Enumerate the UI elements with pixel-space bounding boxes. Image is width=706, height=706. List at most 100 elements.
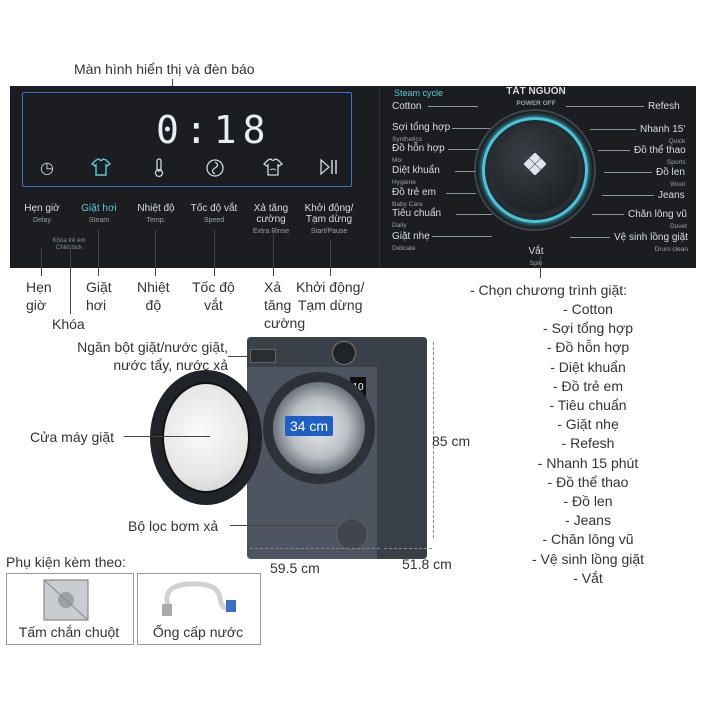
program-drum-clean-sub: Drum clean [654,246,688,253]
width-dimension: 59.5 cm [270,560,320,576]
program-list-item: - Refesh [561,435,615,452]
dial-tick [446,193,476,194]
program-list-item: - Tiêu chuẩn [549,397,627,413]
speed-button-label: Tốc độ vắt [190,203,238,214]
callout-line [70,248,71,314]
drain-filter[interactable] [336,518,368,550]
accessory-label: Tấm chắn chuột [18,624,120,640]
speed-button-sub: Speed [203,217,225,224]
power-off-text: TẮT NGUỒN [506,86,566,97]
program-daily-sub: Daily [392,222,407,229]
width-dimension-line [250,548,380,550]
program-quick-sub: Quick [668,138,686,145]
callout-line [124,436,210,437]
steam-button-label: Giặt hơi [81,203,117,214]
dial-tick [452,128,490,129]
program-quick[interactable]: Nhanh 15'Quick [640,124,685,147]
program-duvet-label: Chăn lông vũ [628,209,687,220]
program-drum-clean-label: Vệ sinh lồng giặt [614,232,688,243]
start-pause-button-label: Khởi động/ Tạm dừng [304,203,354,225]
shirt-steam-icon [90,158,112,180]
program-baby-care-label: Đồ trẻ em [392,187,436,198]
program-list-item: - Đồ trẻ em [552,377,623,394]
program-cotton[interactable]: Cotton [392,101,421,112]
program-delicate-label: Giặt nhẹ [392,231,430,242]
program-baby-care-sub: Baby Care [392,201,423,208]
play-pause-icon [318,158,340,180]
callout-line [230,525,338,526]
detergent-drawer[interactable] [250,349,276,363]
dial-tick [604,172,652,173]
height-dimension-line [433,342,435,538]
callout-line [330,240,331,276]
callout-line [214,230,215,276]
depth-dimension-line [384,548,432,550]
thermometer-icon [148,158,170,180]
washer-knob [332,341,356,365]
dial-light-ring [482,117,588,223]
delay-button-label: Hẹn giờ [24,203,60,214]
dial-tick [432,236,492,237]
display-screen [22,92,352,187]
dial-tick [448,149,478,150]
program-sports-sub: Sports [666,159,686,166]
program-list-item: - Jeans [565,512,611,529]
program-wool-sub: Wool [670,181,685,188]
spin-icon [204,158,226,180]
rinse-icon [262,158,284,180]
program-baby-care[interactable]: Đồ trẻ em Baby Care [392,187,436,210]
water-inlet-hose-icon [158,576,240,620]
depth-dimension: 51.8 cm [402,556,452,572]
program-list-item: - Chăn lông vũ [542,531,634,548]
callout-line [98,230,99,276]
lock-callout: Khóa [52,316,85,332]
program-sports-label: Đồ thể thao [634,145,686,156]
program-list-item: - Đồ hỗn hợp [546,339,630,356]
program-list-item: - Vắt [573,569,603,586]
start-callout: Khởi động/ Tạm dừng [296,279,365,313]
temp-callout: Nhiệt độ [137,279,170,313]
dial-tick [570,237,610,238]
program-list-item: - Vệ sinh lồng giặt [531,550,645,567]
program-cotton-label: Cotton [392,101,422,112]
rinse-callout: Xả tăng cường [264,279,306,331]
dial-tick [592,214,624,215]
program-list-item: - Giặt nhẹ [557,416,619,433]
door-callout: Cửa máy giặt [30,429,115,445]
program-list-item: - Đồ len [563,493,613,509]
start-pause-button-sub: Start/Pause [310,228,348,235]
program-hygiene-label: Diệt khuẩn [392,165,440,176]
program-mix-sub: Mix [392,157,403,164]
program-list-item: - Cotton [563,301,613,317]
dial-tick [602,195,654,196]
program-refresh[interactable]: Refesh [648,101,680,112]
program-daily-label: Tiêu chuẩn [392,208,442,219]
program-list-item: - Đồ thể thao [547,473,629,490]
power-off-sub: POWER OFF [516,100,556,107]
steam-button-sub: Steam [88,217,110,224]
program-refresh-label: Refesh [648,101,680,112]
program-wool-label: Đồ len [656,167,685,178]
dial-tick [566,106,644,107]
display-time: 0:18 [156,108,272,152]
callout-line [273,230,274,276]
spin-program-text: Vắt [528,246,544,257]
program-jeans[interactable]: Jeans [658,190,685,201]
callout-line [41,248,42,276]
